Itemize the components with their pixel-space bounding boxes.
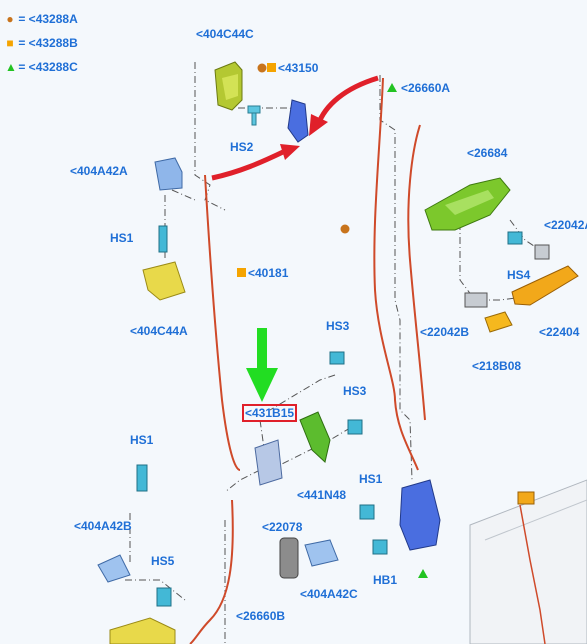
label-40181[interactable]: <40181 xyxy=(248,266,289,280)
latch-431B15 xyxy=(254,439,283,486)
label-26660B[interactable]: <26660B xyxy=(236,609,286,623)
label-hs3-a[interactable]: HS3 xyxy=(326,319,350,333)
label-hs1-b[interactable]: HS1 xyxy=(130,433,154,447)
bracket-404C44C xyxy=(214,61,243,111)
label-431B15-highlighted[interactable]: <431B15 xyxy=(241,404,298,422)
lock-actuator xyxy=(399,479,441,551)
pin-hs1-a xyxy=(158,225,168,253)
legend-square-marker xyxy=(267,63,276,72)
legend-text: = <43288C xyxy=(18,60,78,74)
legend-circle-marker xyxy=(257,63,267,73)
label-43150[interactable]: <43150 xyxy=(278,61,319,75)
legend-item-triangle: ▲ = <43288C xyxy=(5,60,78,74)
label-hs5[interactable]: HS5 xyxy=(151,554,175,568)
label-218B08[interactable]: <218B08 xyxy=(472,359,522,373)
seal-22078 xyxy=(279,537,299,579)
legend-square-marker xyxy=(237,268,246,277)
legend-item-circle: ● = <43288A xyxy=(5,12,78,26)
leader-lines xyxy=(125,62,541,644)
cap-218B08 xyxy=(484,311,513,333)
legend-triangle-marker xyxy=(418,569,428,578)
label-404C44C[interactable]: <404C44C xyxy=(196,27,254,41)
legend-text: = <43288A xyxy=(18,12,78,26)
cover-404C44A xyxy=(142,261,186,301)
circle-icon: ● xyxy=(6,12,14,26)
label-hs3-b[interactable]: HS3 xyxy=(343,384,367,398)
label-441N48[interactable]: <441N48 xyxy=(297,488,347,502)
label-404A42C[interactable]: <404A42C xyxy=(300,587,358,601)
red-callout-arrows xyxy=(211,75,379,181)
square-icon: ■ xyxy=(6,36,14,50)
label-22404[interactable]: <22404 xyxy=(539,325,580,339)
screw-hb1 xyxy=(372,539,388,555)
screw-hs5 xyxy=(156,587,172,607)
bracket-bottom-yellow xyxy=(109,617,176,644)
bracket-404A42A xyxy=(154,157,183,191)
legend-circle-marker xyxy=(340,224,350,234)
bracket-404A42C xyxy=(304,539,339,567)
lever-441N48 xyxy=(299,411,331,463)
cables xyxy=(189,77,426,644)
label-22078[interactable]: <22078 xyxy=(262,520,303,534)
actuator-43150 xyxy=(287,99,309,143)
label-26660A[interactable]: <26660A xyxy=(401,81,451,95)
gasket-22042A xyxy=(534,244,550,260)
label-hb1[interactable]: HB1 xyxy=(373,573,398,587)
label-404A42A[interactable]: <404A42A xyxy=(70,164,128,178)
pin-hs1-c xyxy=(359,504,375,520)
screw-hs2 xyxy=(247,105,261,126)
label-22042A[interactable]: <22042A xyxy=(544,218,587,232)
bracket-404A42B xyxy=(97,554,131,583)
clip-hs3-b xyxy=(347,419,363,435)
label-404C44A[interactable]: <404C44A xyxy=(130,324,188,338)
label-hs1-c[interactable]: HS1 xyxy=(359,472,383,486)
label-404A42B[interactable]: <404A42B xyxy=(74,519,132,533)
label-22042B[interactable]: <22042B xyxy=(420,325,470,339)
green-highlight-arrow xyxy=(246,328,278,402)
screw-hs4 xyxy=(507,231,523,245)
legend-text: = <43288B xyxy=(18,36,78,50)
gasket-22042B xyxy=(464,292,488,308)
tailgate-outline xyxy=(469,479,587,644)
label-hs1-a[interactable]: HS1 xyxy=(110,231,134,245)
legend-item-square: ■ = <43288B xyxy=(5,36,78,50)
triangle-icon: ▲ xyxy=(5,60,17,74)
pin-hs1-b xyxy=(136,464,148,492)
handle-26684 xyxy=(424,177,511,231)
label-hs2[interactable]: HS2 xyxy=(230,140,254,154)
handle-cover-22404 xyxy=(511,265,579,306)
legend-triangle-marker xyxy=(387,83,397,92)
clip-hs3-a xyxy=(329,351,345,365)
label-hs4[interactable]: HS4 xyxy=(507,268,531,282)
label-26684[interactable]: <26684 xyxy=(467,146,508,160)
